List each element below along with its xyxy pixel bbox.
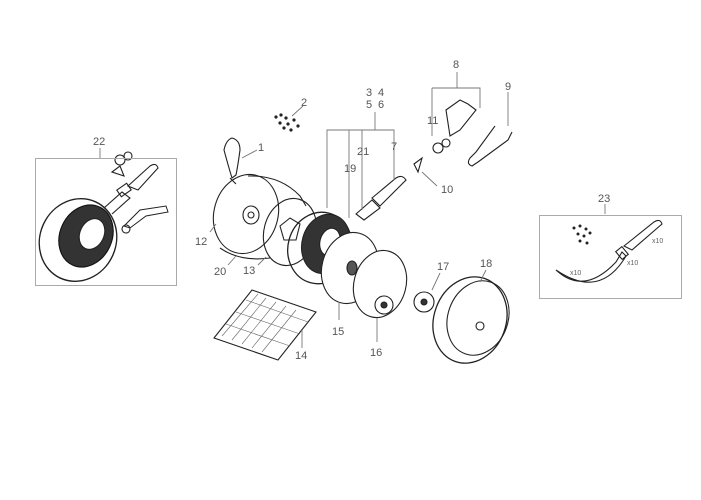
callout-13: 13 <box>243 265 256 277</box>
callout-19: 19 <box>344 163 357 175</box>
callout-21: 21 <box>357 146 370 158</box>
callout-4: 4 <box>378 87 385 99</box>
kit-22-box <box>35 158 177 286</box>
callout-23: 23 <box>598 193 611 205</box>
kit23-qty-clip: x10 <box>627 260 639 267</box>
callout-17: 17 <box>437 261 450 273</box>
callout-6: 6 <box>378 99 385 111</box>
callout-12: 12 <box>195 236 208 248</box>
kit23-qty-blade: x10 <box>570 270 582 277</box>
callout-11: 11 <box>427 115 439 127</box>
kit23-qty-handle: x10 <box>652 238 664 245</box>
callout-18: 18 <box>480 258 493 270</box>
callout-20: 20 <box>214 266 227 278</box>
callout-1: 1 <box>258 142 265 154</box>
callout-10: 10 <box>441 184 454 196</box>
kit23-blade-drawing <box>555 219 663 283</box>
callout-2: 2 <box>301 97 308 109</box>
callout-3: 3 <box>366 87 373 99</box>
kit-23-box <box>539 215 682 299</box>
callout-8: 8 <box>453 59 460 71</box>
callout-7: 7 <box>391 141 398 153</box>
callout-5: 5 <box>366 99 373 111</box>
leader-lines <box>99 72 606 348</box>
screws-scatter-2 <box>274 113 300 132</box>
callout-22: 22 <box>93 136 106 148</box>
callout-9: 9 <box>505 81 512 93</box>
kit22-spring-coil-drawing <box>38 151 169 283</box>
callout-15: 15 <box>332 326 345 338</box>
callout-14: 14 <box>295 350 308 362</box>
callout-16: 16 <box>370 347 383 359</box>
